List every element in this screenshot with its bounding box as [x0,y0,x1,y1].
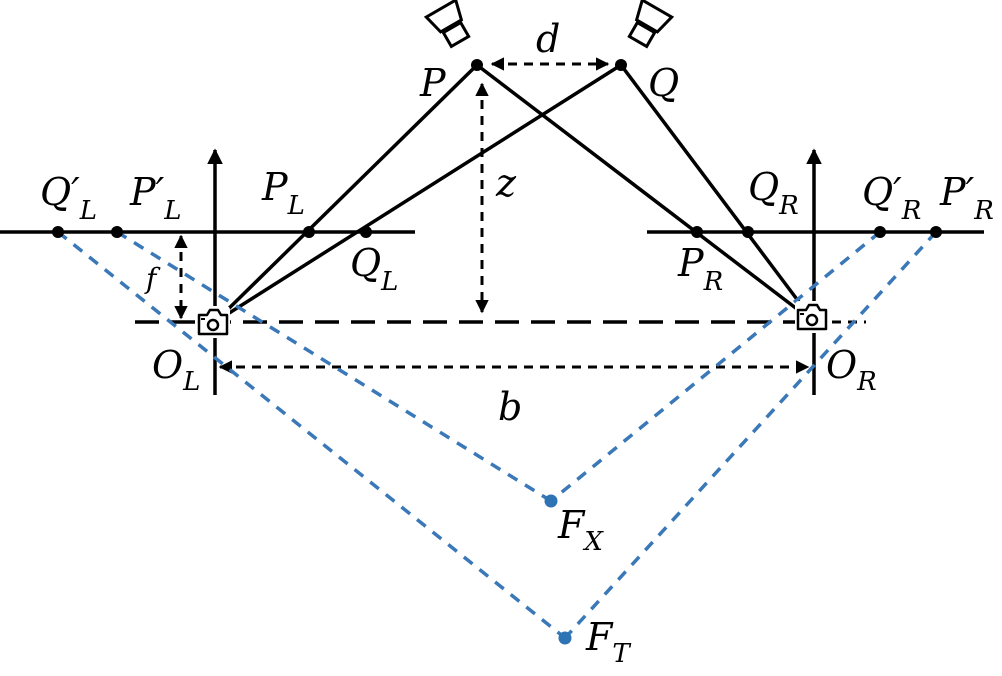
point-QpR [874,226,886,238]
label-QpL: Q′L [40,170,97,226]
point-QR [742,226,754,238]
label-PpL: P′L [129,170,181,226]
label-z: z [495,161,517,205]
label-OL: OL [152,343,200,397]
point-PL [303,226,315,238]
point-QL [360,226,372,238]
label-QpR: Q′R [862,170,921,226]
blue-ray-PpR-to-FT [563,230,938,640]
label-Q: Q [648,61,679,105]
projector-icon [627,0,675,49]
point-P [471,59,483,71]
point-PpR [930,226,942,238]
point-Q [615,59,627,71]
camera-icon [795,301,829,333]
label-FX: FX [557,503,604,557]
ray-Q-to-OR [619,63,816,324]
label-FT: FT [585,615,631,669]
label-PL: PL [261,165,305,221]
label-b: b [498,385,522,429]
blue-ray-PpL-to-FX [116,230,552,503]
blue-ray-QpR-to-FX [549,230,882,503]
label-d: d [536,17,560,61]
label-QR: QR [748,165,799,221]
ray-Q-to-OL [214,63,622,324]
point-FX [544,494,558,508]
ray-P-to-OL [213,63,479,324]
point-PpL [111,226,123,238]
blue-ray-QpL-to-FT [56,230,567,640]
label-PR: PR [677,241,723,297]
point-QpL [52,226,64,238]
label-QL: QL [350,241,398,297]
projector-icon [423,0,471,49]
label-P: P [419,61,447,105]
label-f: f [144,262,161,295]
label-PpR: P′R [939,170,994,226]
camera-icon [196,306,230,338]
point-PR [691,226,703,238]
ray-P-to-OR [475,63,816,324]
label-OR: OR [826,343,877,397]
point-FT [558,631,572,645]
